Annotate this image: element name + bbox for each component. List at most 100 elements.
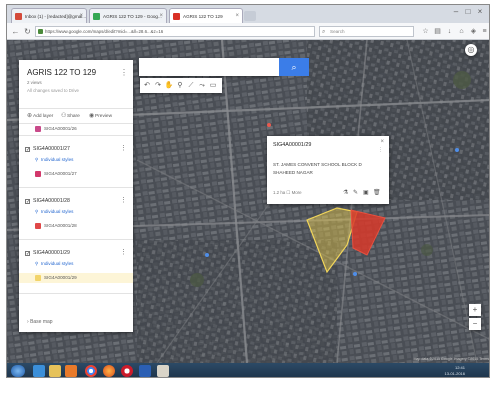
layer-style-link[interactable]: ⚲Individual styles xyxy=(35,157,73,163)
add-layer-label: Add layer xyxy=(33,114,54,119)
firefox-icon[interactable] xyxy=(103,365,115,377)
zoom-in-button[interactable]: + xyxy=(469,304,481,316)
route-icon[interactable]: ⤳ xyxy=(199,82,205,89)
hand-icon[interactable]: ✋ xyxy=(164,82,174,89)
close-tab-icon[interactable]: × xyxy=(79,13,83,19)
layer-style-link[interactable]: ⚲Individual styles xyxy=(35,209,73,215)
image-icon[interactable]: ▣ xyxy=(363,190,369,196)
feature-color-swatch xyxy=(35,223,41,229)
more-vert-icon[interactable]: ⋮ xyxy=(120,145,127,152)
start-orb-icon[interactable] xyxy=(11,365,25,377)
feature-label: SIG4A00001/27 xyxy=(44,171,77,177)
feature-label: SIG4A00001/29 xyxy=(44,275,77,280)
mymaps-icon xyxy=(173,13,180,20)
layer-checkbox[interactable]: ✓ xyxy=(25,251,31,257)
style-icon: ⚲ xyxy=(35,209,39,214)
preview-button[interactable]: ◉Preview xyxy=(89,112,112,119)
polygon-sig4a00001-28[interactable] xyxy=(350,209,386,256)
style-label: Individual styles xyxy=(41,261,74,266)
map-views: 2 views xyxy=(27,80,42,85)
my-location-icon[interactable]: ◎ xyxy=(465,44,477,56)
map-search-input[interactable] xyxy=(139,58,279,76)
layer-sig4a00001-27: ✓ SIG4A00001/27 ⋮ ⚲Individual styles SIG… xyxy=(19,140,133,188)
paint-icon[interactable] xyxy=(157,365,169,377)
list-item[interactable]: SIG4A00001/26 xyxy=(35,126,77,132)
map-title[interactable]: AGRIS 122 TO 129 xyxy=(27,68,97,77)
tab-gmail[interactable]: Inbox (1) - [redacted]@gmai... × xyxy=(11,8,87,23)
feature-color-swatch xyxy=(35,171,41,177)
opera-icon[interactable] xyxy=(121,365,133,377)
tab-google-maps[interactable]: AGRIS 122 TO 129 - Goog... × xyxy=(89,8,167,23)
add-layer-button[interactable]: ⊕Add layer xyxy=(27,112,53,119)
url-text: https://www.google.com/maps/d/edit?mid=.… xyxy=(45,29,164,34)
style-icon: ⚲ xyxy=(35,157,39,162)
minimize-icon[interactable]: – xyxy=(453,7,459,16)
tray-time: 12:41 xyxy=(454,365,465,370)
menu-icon[interactable]: ≡ xyxy=(482,28,487,35)
search-icon: ⌕ xyxy=(291,62,297,72)
close-icon[interactable]: × xyxy=(477,7,483,16)
base-map-label: Base map xyxy=(30,319,53,325)
close-tab-icon[interactable]: × xyxy=(235,13,239,19)
more-vert-icon[interactable]: ⋮ xyxy=(120,197,127,204)
layer-checkbox[interactable]: ✓ xyxy=(25,147,31,153)
map-search-button[interactable]: ⌕ xyxy=(279,58,309,76)
close-icon[interactable]: × xyxy=(380,139,384,145)
share-label: Share xyxy=(67,114,80,119)
explorer-icon[interactable] xyxy=(49,365,61,377)
close-tab-icon[interactable]: × xyxy=(159,13,163,19)
panel-actions: ⊕Add layer ⚇Share ◉Preview xyxy=(19,108,133,124)
layer-name[interactable]: SIG4A00001/28 xyxy=(33,198,70,204)
popup-footer: 1.2 ha ☐ More xyxy=(273,190,302,195)
list-item-selected[interactable]: SIG4A00001/29 xyxy=(19,273,133,283)
maximize-icon[interactable]: □ xyxy=(465,7,471,16)
tab-my-maps[interactable]: AGRIS 122 TO 129 × xyxy=(169,8,243,23)
redo-icon[interactable]: ↷ xyxy=(155,82,161,89)
tab-label: AGRIS 122 TO 129 - Goog... xyxy=(103,14,162,19)
list-item[interactable]: SIG4A00001/28 xyxy=(35,223,77,229)
marker-icon[interactable]: ⚲ xyxy=(177,82,183,89)
star-icon[interactable]: ☆ xyxy=(422,28,429,35)
map-attribution: Map data ©2015 Google Imagery ©2015 Term… xyxy=(413,357,489,361)
reload-icon[interactable]: ↻ xyxy=(24,27,31,36)
style-label: Individual styles xyxy=(41,157,74,162)
ie-icon[interactable] xyxy=(33,365,45,377)
base-map-toggle[interactable]: › Base map xyxy=(27,319,53,325)
back-icon[interactable]: ← xyxy=(11,27,20,36)
screen: Inbox (1) - [redacted]@gmai... × AGRIS 1… xyxy=(6,4,490,378)
layer-style-link[interactable]: ⚲Individual styles xyxy=(35,261,73,267)
shield-icon[interactable]: ◈ xyxy=(470,28,477,35)
more-vert-icon[interactable]: ⋮ xyxy=(120,249,127,256)
layer-sig4a00001-29: ✓ SIG4A00001/29 ⋮ ⚲Individual styles SIG… xyxy=(19,244,133,294)
more-vert-icon[interactable]: ⋮ xyxy=(120,68,128,77)
layer-name[interactable]: SIG4A00001/27 xyxy=(33,146,70,152)
delete-icon[interactable]: 🗑 xyxy=(373,190,381,196)
media-icon[interactable] xyxy=(65,365,77,377)
undo-icon[interactable]: ↶ xyxy=(144,82,150,89)
browser-search-input[interactable]: ⌕ Search xyxy=(319,26,414,37)
gmail-icon xyxy=(15,13,22,20)
new-tab-button[interactable] xyxy=(244,11,256,21)
list-item[interactable]: SIG4A00001/27 xyxy=(35,171,77,177)
layer-name[interactable]: SIG4A00001/29 xyxy=(33,250,70,256)
draw-line-icon[interactable]: ⟋ xyxy=(188,82,194,89)
home-icon[interactable]: ⌂ xyxy=(459,28,464,35)
windows-taskbar: 12:41 13-01-2016 xyxy=(7,363,489,377)
layer-checkbox[interactable]: ✓ xyxy=(25,199,31,205)
share-button[interactable]: ⚇Share xyxy=(61,112,80,119)
map-canvas[interactable]: AGRIS 122 TO 129 ⋮ 2 views All changes s… xyxy=(7,40,489,363)
saved-status: All changes saved to Drive xyxy=(27,88,79,93)
system-tray[interactable]: 12:41 13-01-2016 xyxy=(445,365,465,376)
paint-icon[interactable]: ⚗ xyxy=(343,190,349,196)
edit-icon[interactable]: ✎ xyxy=(353,190,359,196)
more-vert-icon[interactable]: ⋮ xyxy=(378,147,383,153)
feature-label: SIG4A00001/26 xyxy=(44,126,77,132)
download-icon[interactable]: ↓ xyxy=(447,28,452,35)
chrome-icon[interactable] xyxy=(85,365,97,377)
word-icon[interactable] xyxy=(139,365,151,377)
bookmarks-icon[interactable]: ▤ xyxy=(434,28,441,35)
address-bar[interactable]: https://www.google.com/maps/d/edit?mid=.… xyxy=(35,26,315,37)
share-icon: ⚇ xyxy=(61,113,67,119)
ruler-icon[interactable]: ▭ xyxy=(209,82,217,89)
zoom-out-button[interactable]: − xyxy=(469,318,481,330)
